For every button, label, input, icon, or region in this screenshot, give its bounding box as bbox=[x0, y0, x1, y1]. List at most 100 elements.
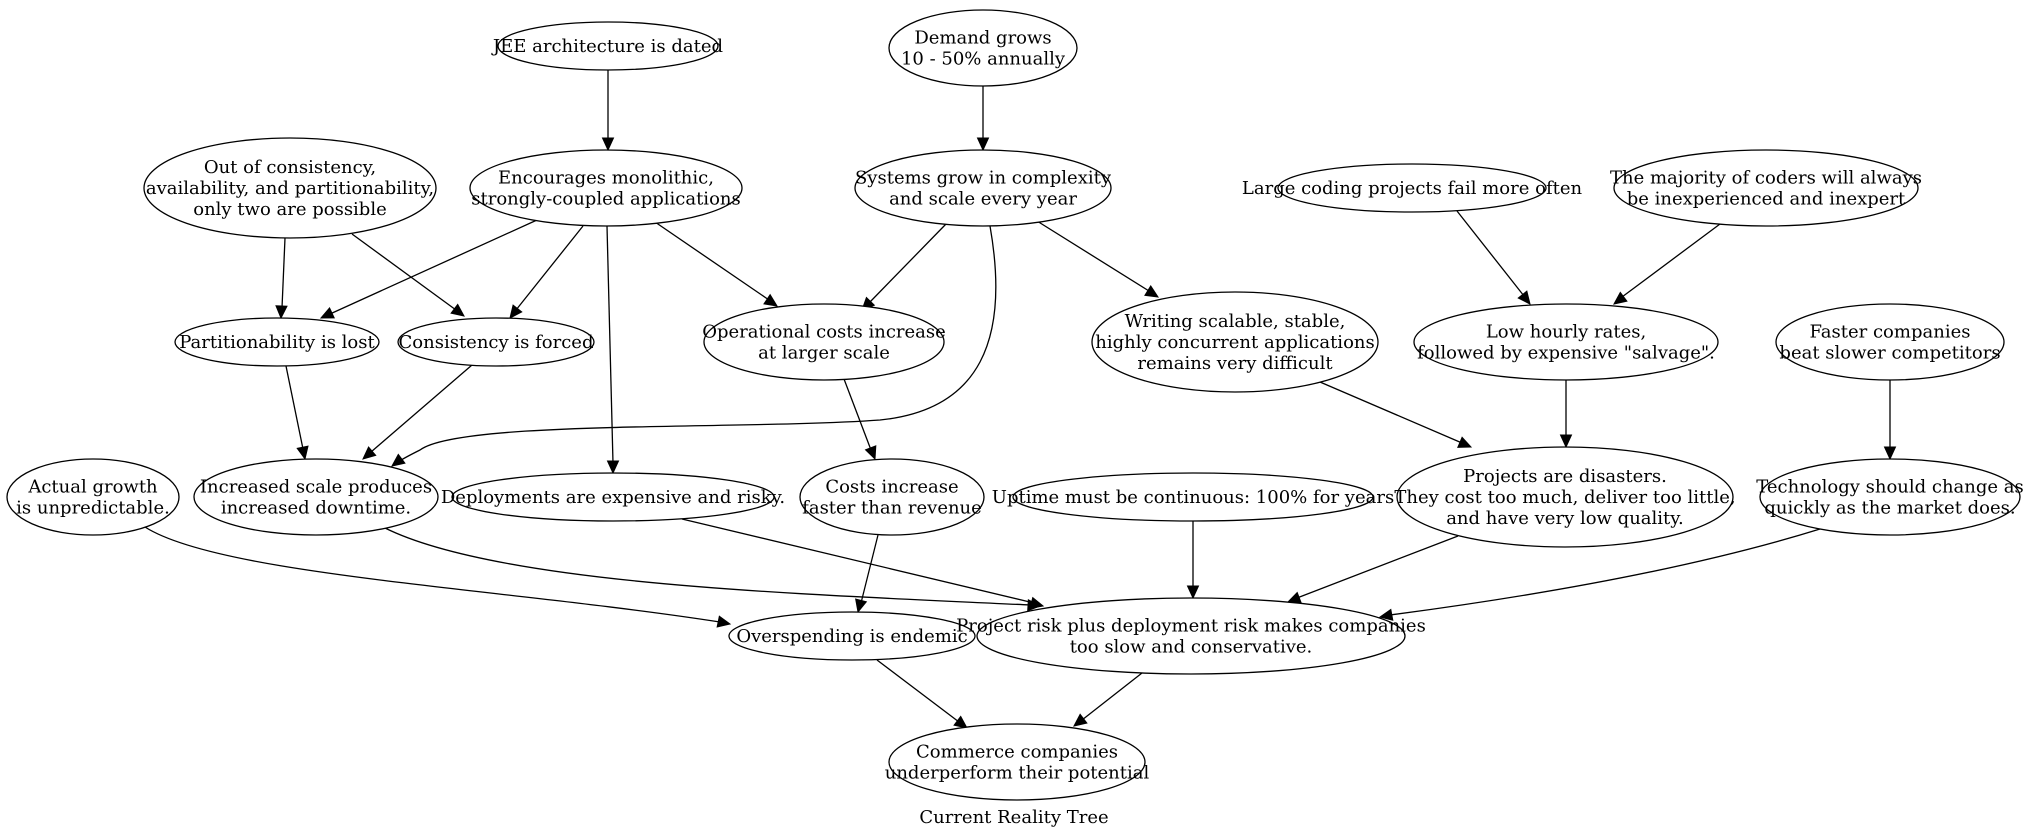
node-label-line: increased downtime. bbox=[221, 498, 411, 519]
node-label-line: beat slower competitors bbox=[1779, 343, 2000, 364]
edge-line bbox=[384, 527, 1031, 606]
node-label-line: be inexperienced and inexpert bbox=[1627, 189, 1906, 210]
node-mono: Encourages monolithic,strongly-coupled a… bbox=[469, 149, 743, 227]
node-label-line: JEE architecture is dated bbox=[491, 36, 723, 57]
node-partlost: Partitionability is lost bbox=[174, 317, 380, 367]
arrowhead-icon bbox=[319, 307, 335, 319]
node-ellipse bbox=[1613, 149, 1919, 227]
node-ellipse bbox=[193, 458, 439, 536]
edge-overspend-to-commerce bbox=[876, 659, 968, 729]
arrowhead-icon bbox=[1883, 446, 1897, 461]
arrowhead-icon bbox=[509, 304, 523, 319]
node-ellipse bbox=[497, 21, 719, 71]
edge-costs-to-overspend bbox=[855, 534, 879, 614]
node-label-line: Consistency is forced bbox=[399, 332, 594, 353]
node-lowrates: Low hourly rates,followed by expensive "… bbox=[1413, 303, 1719, 381]
node-label-line: Technology should change as bbox=[1756, 477, 2024, 498]
edge-line bbox=[868, 223, 947, 304]
arrowhead-icon bbox=[1186, 585, 1200, 600]
node-ellipse bbox=[143, 137, 437, 239]
edge-line bbox=[1036, 220, 1150, 292]
arrowhead-icon bbox=[450, 303, 465, 317]
edge-line bbox=[1389, 528, 1821, 616]
node-label-line: and scale every year bbox=[889, 189, 1077, 210]
nodes-layer: JEE architecture is dated Demand grows10 … bbox=[6, 9, 2024, 801]
edge-actual-to-overspend bbox=[144, 526, 732, 628]
node-label-line: followed by expensive "salvage". bbox=[1417, 343, 1715, 364]
node-ellipse bbox=[1413, 303, 1719, 381]
node-ellipse bbox=[888, 9, 1078, 87]
edge-line bbox=[281, 237, 286, 309]
arrowhead-icon bbox=[953, 715, 968, 729]
arrowhead-icon bbox=[1457, 436, 1473, 448]
node-label-line: Project risk plus deployment risk makes … bbox=[956, 616, 1426, 637]
node-uptime: Uptime must be continuous: 100% for year… bbox=[992, 472, 1394, 522]
node-ellipse bbox=[451, 472, 775, 522]
node-disasters: Projects are disasters.They cost too muc… bbox=[1394, 446, 1736, 548]
node-ellipse bbox=[728, 611, 976, 661]
node-overspend: Overspending is endemic bbox=[728, 611, 976, 661]
arrowhead-icon bbox=[1517, 290, 1531, 305]
node-ellipse bbox=[854, 149, 1112, 227]
arrowhead-icon bbox=[606, 460, 620, 475]
edge-largefail-to-lowrates bbox=[1456, 210, 1531, 305]
node-label-line: Costs increase bbox=[825, 477, 958, 498]
node-label-line: is unpredictable. bbox=[16, 498, 170, 519]
node-label-line: underperform their potential bbox=[885, 763, 1150, 784]
arrowhead-icon bbox=[1286, 591, 1302, 604]
edge-tech-to-risk bbox=[1378, 528, 1821, 621]
arrowhead-icon bbox=[855, 598, 868, 614]
edge-line bbox=[1319, 381, 1463, 444]
node-label-line: at larger scale bbox=[758, 343, 890, 364]
edge-deploy-to-risk bbox=[681, 518, 1045, 609]
edge-line bbox=[1296, 535, 1459, 599]
node-label-line: strongly-coupled applications bbox=[471, 189, 740, 210]
edge-cap-to-partlost bbox=[275, 237, 288, 320]
edge-disasters-to-risk bbox=[1286, 535, 1459, 604]
node-ellipse bbox=[976, 597, 1406, 675]
node-label-line: Uptime must be continuous: 100% for year… bbox=[992, 487, 1394, 508]
edge-faster-to-tech bbox=[1883, 380, 1897, 461]
arrowhead-icon bbox=[296, 445, 309, 461]
edge-jee-to-mono bbox=[601, 70, 615, 152]
node-ellipse bbox=[1759, 458, 2021, 536]
edge-mono-to-opcost bbox=[654, 221, 778, 307]
node-label-line: The majority of coders will always bbox=[1610, 168, 1922, 189]
node-jee: JEE architecture is dated bbox=[491, 21, 723, 71]
node-label-line: only two are possible bbox=[193, 199, 387, 220]
edge-line bbox=[681, 518, 1035, 604]
node-ellipse bbox=[174, 317, 380, 367]
diagram-caption: Current Reality Tree bbox=[919, 807, 1108, 828]
arrowhead-icon bbox=[864, 445, 877, 461]
node-ellipse bbox=[1091, 291, 1379, 393]
node-ellipse bbox=[1277, 163, 1547, 213]
edge-uptime-to-risk bbox=[1186, 521, 1200, 600]
edge-demand-to-sysgrow bbox=[976, 86, 990, 152]
node-ellipse bbox=[703, 303, 945, 381]
node-deploy: Deployments are expensive and risky. bbox=[441, 472, 785, 522]
edge-line bbox=[351, 233, 457, 311]
arrowhead-icon bbox=[1613, 291, 1628, 305]
arrowhead-icon bbox=[976, 137, 990, 152]
edge-mono-to-consforced bbox=[509, 225, 584, 319]
edge-line bbox=[876, 659, 960, 723]
edge-lowrates-to-disasters bbox=[1559, 380, 1573, 449]
edge-consforced-to-downtime bbox=[362, 364, 473, 460]
node-writing: Writing scalable, stable,highly concurre… bbox=[1091, 291, 1379, 393]
arrowhead-icon bbox=[1029, 596, 1045, 609]
edge-line bbox=[1456, 210, 1525, 297]
edge-writing-to-disasters bbox=[1319, 381, 1473, 448]
node-ellipse bbox=[1775, 303, 2005, 381]
node-label-line: Deployments are expensive and risky. bbox=[441, 487, 785, 508]
node-label-line: Demand grows bbox=[914, 28, 1051, 49]
node-label-line: Projects are disasters. bbox=[1463, 466, 1667, 487]
edge-cap-to-consforced bbox=[351, 233, 465, 317]
node-ellipse bbox=[397, 317, 595, 367]
